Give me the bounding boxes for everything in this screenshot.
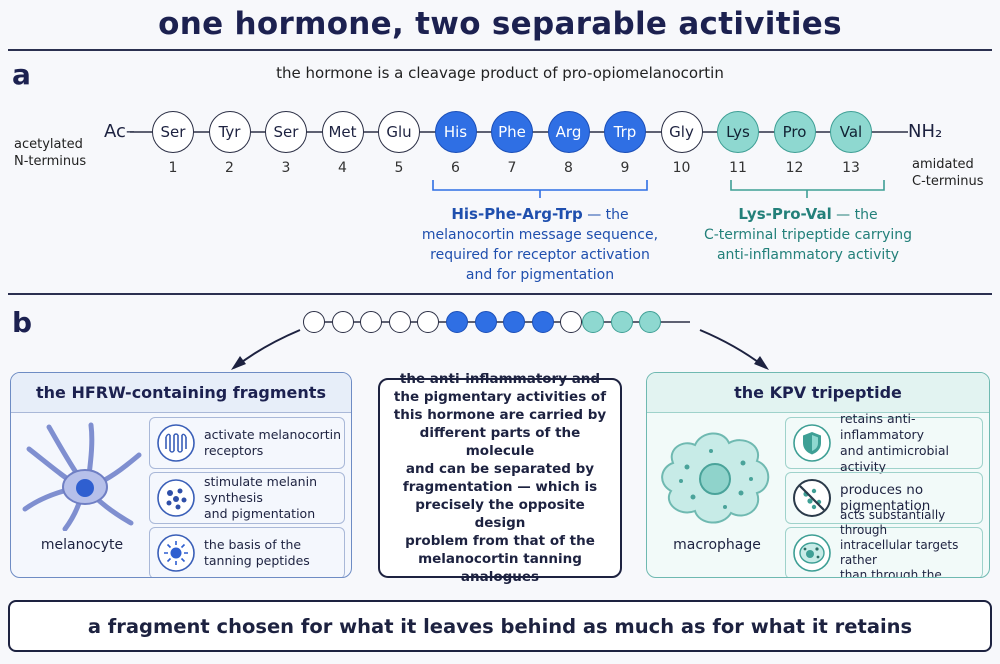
n-terminus-symbol: Ac– — [104, 121, 135, 142]
mini-residue-10 — [560, 311, 583, 333]
panel-a-letter: a — [12, 58, 31, 91]
residue-number-7: 7 — [507, 160, 517, 176]
hfrw-note: His-Phe-Arg-Trp — the melanocortin messa… — [400, 204, 680, 285]
kpv-row-3-text: acts substantially through intracellular… — [840, 508, 959, 578]
residue-pro-12: Pro — [773, 111, 816, 153]
macrophage-label: macrophage — [673, 537, 761, 553]
kpv-row-1-text: retains anti-inflammatory and antimicrob… — [840, 411, 950, 474]
hfrw-row-3-text: the basis of the tanning peptides — [204, 537, 310, 568]
page-title: one hormone, two separable activities — [158, 6, 842, 42]
melanocyte-icon — [22, 422, 142, 531]
no-pigment-icon — [793, 479, 831, 517]
kpv-row-3: acts substantially through intracellular… — [785, 508, 983, 577]
hfrw-note-line-3: and for pigmentation — [465, 267, 615, 283]
residue-tyr-2: Tyr — [208, 111, 251, 153]
residue-ser-3: Ser — [265, 111, 307, 153]
residue-met-4: Met — [321, 111, 364, 153]
receptor-icon — [157, 424, 195, 462]
mini-residue-13 — [639, 311, 662, 333]
hfrw-note-head: His-Phe-Arg-Trp — [451, 205, 583, 223]
hfrw-row-2: stimulate melanin synthesis and pigmenta… — [149, 472, 345, 524]
hfrw-note-line-2: required for receptor activation — [430, 247, 650, 263]
separability-note-box: the anti-inflammatory and the pigmentary… — [378, 371, 622, 585]
mini-residue-6 — [446, 311, 468, 333]
divider-middle — [8, 293, 992, 295]
residue-gly-10: Gly — [660, 111, 703, 153]
divider-top — [8, 49, 992, 51]
kpv-row-2: produces no pigmentation — [785, 472, 983, 524]
residue-number-8: 8 — [564, 160, 573, 176]
residue-phe-7: Phe — [491, 111, 533, 153]
conclusion-box: a fragment chosen for what it leaves beh… — [8, 600, 992, 652]
shield-icon — [793, 424, 831, 462]
c-terminus-symbol: NH₂ — [908, 121, 943, 142]
residue-number-10: 10 — [672, 160, 691, 176]
mini-residue-12 — [610, 311, 633, 333]
residue-number-13: 13 — [842, 160, 860, 176]
residue-number-11: 11 — [729, 160, 747, 176]
residue-number-6: 6 — [451, 160, 460, 176]
residue-lys-11: Lys — [717, 111, 759, 153]
mini-residue-2 — [331, 311, 354, 333]
residue-number-2: 2 — [225, 160, 234, 176]
kpv-note-line-2: anti-inflammatory activity — [716, 247, 900, 263]
kpv-card-title: the KPV tripeptide — [647, 373, 989, 413]
residue-number-3: 3 — [281, 160, 291, 176]
residue-ser-1: Ser — [152, 111, 194, 153]
sun-icon — [157, 534, 195, 572]
hfrw-row-2-text: stimulate melanin synthesis and pigmenta… — [204, 474, 318, 521]
hfrw-row-3: the basis of the tanning peptides — [149, 527, 345, 577]
residue-trp-9: Trp — [604, 111, 646, 153]
kpv-note-head: Lys-Pro-Val — [738, 205, 832, 223]
residue-arg-8: Arg — [547, 111, 590, 153]
melanin-dots-icon — [157, 479, 195, 517]
panel-b-letter: b — [12, 306, 33, 339]
conclusion-text: a fragment chosen for what it leaves beh… — [87, 614, 913, 638]
kpv-note: Lys-Pro-Val — the C-terminal tripeptide … — [690, 204, 926, 265]
hfrw-row-1-text: activate melanocortin receptors — [204, 427, 342, 458]
kpv-row-2-text: produces no pigmentation — [840, 482, 931, 514]
melanocyte-label: melanocyte — [40, 537, 124, 553]
residue-his-6: His — [434, 111, 477, 153]
residue-number-5: 5 — [394, 160, 404, 176]
residue-number-1: 1 — [168, 160, 178, 176]
kpv-card: the KPV tripeptide macrophage retains an… — [646, 372, 990, 578]
mini-residue-5 — [417, 311, 440, 333]
macrophage-icon — [661, 432, 770, 524]
c-terminus-label: amidated C-terminus — [912, 157, 984, 189]
residue-number-9: 9 — [620, 160, 630, 176]
hfrw-row-1: activate melanocortin receptors — [149, 417, 345, 469]
mini-residue-8 — [503, 311, 526, 333]
n-terminus-label: acetylated N-terminus — [14, 137, 87, 169]
hfrw-note-dash: — the — [582, 207, 629, 223]
residue-val-13: Val — [830, 111, 872, 153]
intracellular-cell-icon — [793, 534, 831, 572]
kpv-row-1: retains anti-inflammatory and antimicrob… — [785, 411, 983, 474]
mini-residue-7 — [474, 311, 497, 333]
mini-residue-3 — [360, 311, 383, 333]
mini-residue-4 — [388, 311, 411, 333]
mini-residue-11 — [582, 311, 604, 333]
mini-residue-9 — [531, 311, 554, 333]
separability-note-text: the anti-inflammatory and the pigmentary… — [393, 371, 607, 585]
panel-a-subtitle: the hormone is a cleavage product of pro… — [276, 64, 724, 82]
residue-number-12: 12 — [785, 160, 804, 176]
hfrw-card: the HFRW-containing fragments melanocyte… — [10, 372, 352, 578]
residue-number-4: 4 — [338, 160, 347, 176]
hfrw-note-line-1: melanocortin message sequence, — [421, 227, 659, 243]
hfrw-card-title: the HFRW-containing fragments — [11, 373, 351, 413]
mini-residue-1 — [303, 311, 325, 333]
kpv-note-line-1: C-terminal tripeptide carrying — [703, 227, 913, 243]
residue-glu-5: Glu — [378, 111, 420, 153]
kpv-note-dash: — the — [831, 207, 878, 223]
